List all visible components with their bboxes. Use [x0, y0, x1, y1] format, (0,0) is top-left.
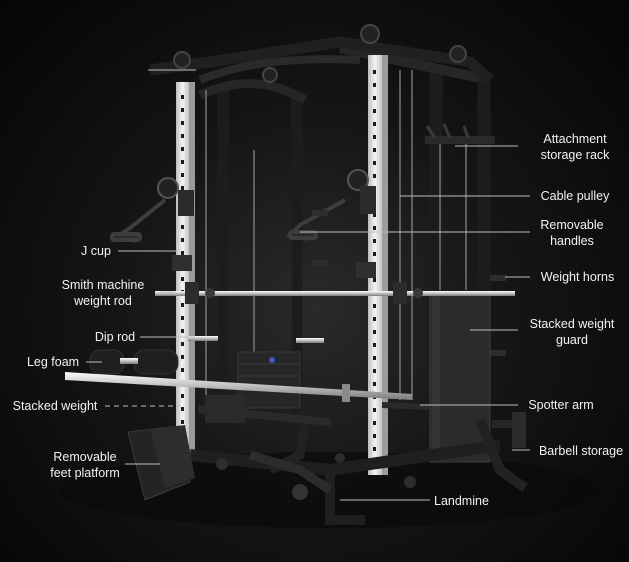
base-frame: [189, 418, 528, 525]
weight-horns: [312, 210, 506, 356]
leader-lines: [86, 69, 530, 501]
upright-hole: [181, 108, 184, 112]
pulleys: [157, 169, 376, 216]
label-landmine: Landmine: [434, 494, 489, 508]
upright-hole: [181, 121, 184, 125]
top-frame: [149, 24, 494, 85]
barbell-storage: [492, 412, 526, 448]
upright-hole: [181, 95, 184, 99]
upright-hole: [181, 316, 184, 320]
upright-hole: [181, 225, 184, 229]
upright-hole: [181, 238, 184, 242]
upright-hole: [181, 160, 184, 164]
upright-hole: [373, 447, 376, 451]
upright-hole: [373, 174, 376, 178]
upright-hole: [373, 70, 376, 74]
upright-hole: [373, 330, 376, 334]
attachment-rack: [425, 123, 495, 144]
upright-hole: [181, 355, 184, 359]
upright-hole: [373, 122, 376, 126]
label-removable-feet-platform: Removable feet platform: [50, 450, 120, 480]
upright-hole: [373, 96, 376, 100]
label-removable-handles: Removable handles: [540, 218, 604, 248]
upright-hole: [373, 434, 376, 438]
upright-hole: [181, 186, 184, 190]
upright-hole: [373, 239, 376, 243]
upright-hole: [181, 173, 184, 177]
upright-hole: [373, 304, 376, 308]
upright-hole: [181, 134, 184, 138]
upright-hole: [181, 329, 184, 333]
upright-hole: [373, 317, 376, 321]
upright-hole: [181, 394, 184, 398]
upright-hole: [373, 421, 376, 425]
upright-hole: [373, 161, 376, 165]
leg-foam: [89, 349, 179, 375]
upright-hole: [181, 420, 184, 424]
upright-hole: [181, 303, 184, 307]
upright-hole: [373, 109, 376, 113]
smith-bar: [155, 282, 515, 304]
olympic-barbell: [65, 372, 412, 402]
label-leg-foam: Leg foam: [26, 355, 80, 369]
upright-hole: [373, 369, 376, 373]
label-cable-pulley: Cable pulley: [540, 189, 610, 203]
label-barbell-storage: Barbell storage: [538, 444, 624, 458]
upright-hole: [181, 147, 184, 151]
upright-hole: [373, 356, 376, 360]
upright-hole: [181, 277, 184, 281]
landmine: [248, 450, 333, 500]
label-spotter-arm: Spotter arm: [528, 398, 594, 412]
label-stacked-weight-guard: Stacked weight guard: [529, 317, 615, 347]
label-stacked-weight: Stacked weight: [12, 399, 98, 413]
label-weight-horns: Weight horns: [540, 270, 615, 284]
upright-hole: [181, 368, 184, 372]
upright-hole: [181, 342, 184, 346]
upright-hole: [373, 226, 376, 230]
upright-hole: [373, 343, 376, 347]
label-j-cup: J cup: [81, 244, 111, 258]
upright-hole: [373, 135, 376, 139]
label-dip-rod: Dip rod: [94, 330, 136, 344]
upright-hole: [373, 83, 376, 87]
label-smith-machine-weight-rod: Smith machine weight rod: [61, 278, 145, 308]
upright-hole: [373, 408, 376, 412]
dip-rods: [188, 336, 324, 343]
j-cups: [172, 255, 376, 278]
upright-hole: [373, 148, 376, 152]
upright-hole: [373, 252, 376, 256]
weight-guard: [429, 291, 491, 463]
upright-hole: [373, 382, 376, 386]
upright-hole: [181, 251, 184, 255]
spotter-arms: [198, 402, 430, 426]
feet-platform: [127, 425, 195, 501]
label-attachment-storage-rack: Attachment storage rack: [540, 132, 610, 162]
upright-hole: [181, 407, 184, 411]
upright-hole: [373, 213, 376, 217]
upright-hole: [373, 278, 376, 282]
